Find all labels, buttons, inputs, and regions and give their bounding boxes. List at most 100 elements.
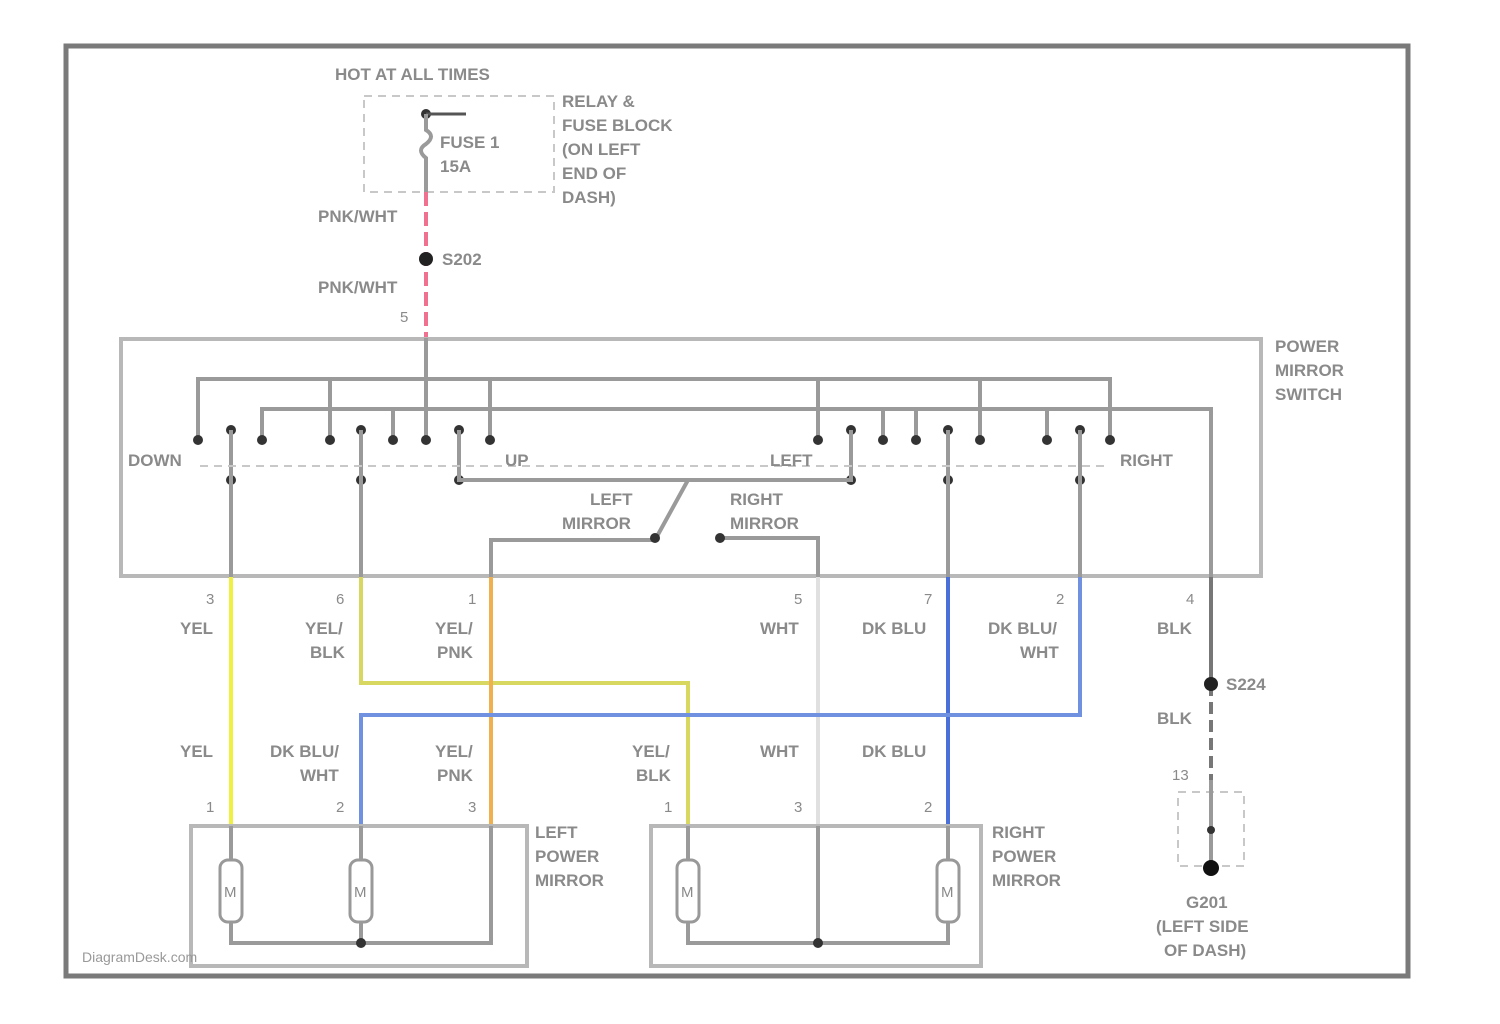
motor-icon: M [220,860,242,922]
position-up-label: UP [505,451,529,470]
dk-blu-wht-wire [361,577,1080,825]
svg-text:WHT: WHT [1020,643,1059,662]
svg-text:MIRROR: MIRROR [562,514,631,533]
svg-text:LEFT: LEFT [590,490,633,509]
svg-text:POWER: POWER [535,847,599,866]
svg-text:3: 3 [468,799,476,816]
svg-text:M: M [681,884,694,901]
svg-text:3: 3 [206,591,214,608]
svg-text:SWITCH: SWITCH [1275,385,1342,404]
svg-text:BLK: BLK [636,766,672,785]
wire-color-label: PNK/WHT [318,207,398,226]
svg-text:BLK: BLK [1157,619,1193,638]
svg-text:(LEFT SIDE: (LEFT SIDE [1156,917,1249,936]
svg-text:DK BLU: DK BLU [862,742,926,761]
svg-text:1: 1 [206,799,214,816]
svg-text:G201: G201 [1186,893,1228,912]
motor-icon: M [350,860,372,922]
ground-point-icon [1203,860,1219,876]
junction-node [356,938,366,948]
svg-text:BLK: BLK [310,643,346,662]
svg-text:YEL: YEL [180,742,213,761]
selector-left-mirror-label: LEFT MIRROR [562,490,633,533]
junction-node [813,938,823,948]
svg-text:MIRROR: MIRROR [1275,361,1344,380]
svg-text:MIRROR: MIRROR [992,871,1061,890]
watermark: DiagramDesk.com [82,949,197,965]
svg-text:M: M [354,884,367,901]
left-mirror-pin-numbers: 1 2 3 [206,799,476,816]
svg-text:YEL: YEL [180,619,213,638]
svg-text:YEL/: YEL/ [435,619,473,638]
upper-wire-labels: YEL YEL/ BLK YEL/ PNK WHT DK BLU DK BLU/… [180,619,1193,662]
svg-text:YEL/: YEL/ [435,742,473,761]
right-mirror-pin-numbers: 1 3 2 [664,799,932,816]
svg-text:DK BLU/: DK BLU/ [988,619,1057,638]
wire-color-label: PNK/WHT [318,278,398,297]
svg-text:DASH): DASH) [562,188,616,207]
svg-text:DK BLU/: DK BLU/ [270,742,339,761]
switch-contact-wires [231,430,1080,577]
motor-icon: M [677,860,699,922]
diagram-frame [66,46,1408,976]
svg-text:YEL/: YEL/ [632,742,670,761]
svg-text:3: 3 [794,799,802,816]
right-mirror-name-label: RIGHT POWER MIRROR [992,823,1061,890]
selector-contact [715,533,725,543]
svg-text:YEL/: YEL/ [305,619,343,638]
hot-at-all-times-label: HOT AT ALL TIMES [335,65,490,84]
ground-pin-number: 13 [1172,767,1189,784]
svg-text:FUSE BLOCK: FUSE BLOCK [562,116,673,135]
svg-text:2: 2 [1056,591,1064,608]
yel-blk-wire [361,577,688,825]
right-mirror-internal-wiring [688,826,948,943]
ground-wire-label: BLK [1157,709,1193,728]
svg-text:POWER: POWER [992,847,1056,866]
position-right-label: RIGHT [1120,451,1174,470]
switch-name-label: POWER MIRROR SWITCH [1275,337,1344,404]
pin-number: 5 [400,309,408,326]
position-left-label: LEFT [770,451,813,470]
svg-text:MIRROR: MIRROR [730,514,799,533]
svg-text:7: 7 [924,591,932,608]
svg-text:LEFT: LEFT [535,823,578,842]
motor-icon: M [937,860,959,922]
svg-text:PNK: PNK [437,766,474,785]
svg-text:OF DASH): OF DASH) [1164,941,1246,960]
fuse-symbol [421,114,431,192]
selector-contact [650,533,660,543]
svg-text:WHT: WHT [760,619,799,638]
left-mirror-name-label: LEFT POWER MIRROR [535,823,604,890]
fuse-rating: 15A [440,157,471,176]
splice-label: S202 [442,250,482,269]
svg-text:DK BLU: DK BLU [862,619,926,638]
svg-text:M: M [941,884,954,901]
svg-text:1: 1 [664,799,672,816]
svg-text:POWER: POWER [1275,337,1339,356]
svg-text:WHT: WHT [760,742,799,761]
fuse-label: FUSE 1 [440,133,500,152]
svg-text:4: 4 [1186,591,1194,608]
svg-text:5: 5 [794,591,802,608]
ground-splice-node [1204,677,1218,691]
selector-right-mirror-label: RIGHT MIRROR [730,490,799,533]
svg-text:1: 1 [468,591,476,608]
svg-text:PNK: PNK [437,643,474,662]
power-mirror-switch-box [121,339,1261,576]
svg-text:RIGHT: RIGHT [992,823,1046,842]
position-down-label: DOWN [128,451,182,470]
svg-text:END OF: END OF [562,164,626,183]
splice-node [419,252,433,266]
svg-text:MIRROR: MIRROR [535,871,604,890]
fuse-block-label: RELAY & FUSE BLOCK (ON LEFT END OF DASH) [562,92,673,207]
lower-wire-labels: YEL DK BLU/ WHT YEL/ PNK YEL/ BLK WHT DK… [180,742,926,785]
svg-text:RELAY &: RELAY & [562,92,635,111]
svg-text:M: M [224,884,237,901]
svg-text:RIGHT: RIGHT [730,490,784,509]
ground-contact [1207,826,1215,834]
svg-text:WHT: WHT [300,766,339,785]
svg-text:6: 6 [336,591,344,608]
switch-pin-numbers: 3 6 1 5 7 2 4 [206,591,1194,608]
svg-text:2: 2 [336,799,344,816]
